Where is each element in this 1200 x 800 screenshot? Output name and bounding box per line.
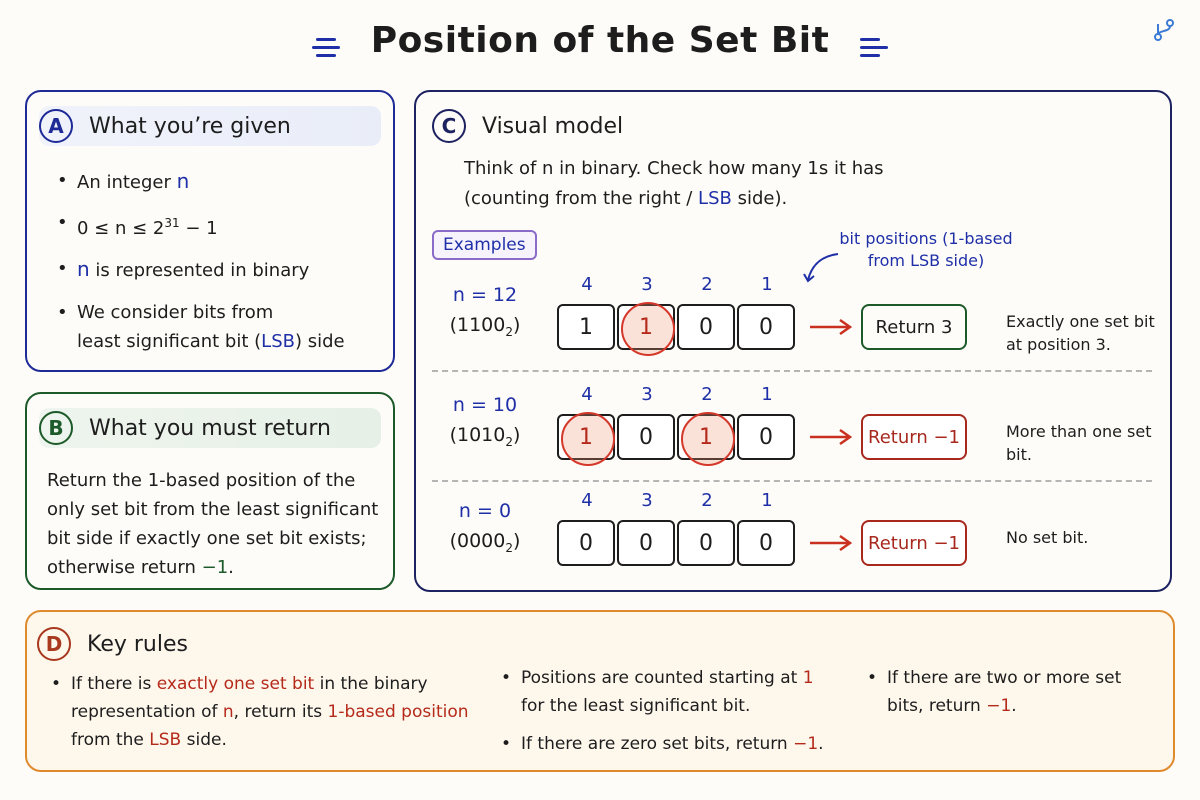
bit-position-label: 3	[641, 274, 653, 295]
bit-position-label: 3	[641, 384, 653, 405]
list-item: n is represented in binary	[53, 256, 383, 284]
binary-value: (00002)	[449, 530, 521, 555]
bit-position-label: 4	[581, 384, 593, 405]
arrow-right-icon	[810, 318, 853, 336]
return-box: Return −1	[861, 520, 967, 566]
section-badge: C	[432, 109, 466, 143]
intro-text: Think of n in binary. Check how many 1s …	[464, 158, 884, 209]
list-item: If there is exactly one set bit in the b…	[47, 670, 477, 754]
bit-position-label: 2	[701, 274, 713, 295]
bit-position-label: 4	[581, 274, 593, 295]
bit-cell: 0	[617, 520, 675, 566]
rules-column-1: If there is exactly one set bit in the b…	[47, 670, 477, 754]
panel-title: Visual model	[482, 113, 624, 139]
arrow-right-icon	[810, 428, 853, 446]
panel-header: A What you’re given	[39, 106, 381, 146]
panel-key-rules: D Key rules If there is exactly one set …	[25, 610, 1175, 772]
row-note: No set bit.	[1006, 528, 1089, 547]
n-label: n = 10 (10102)	[440, 394, 530, 449]
bit-cell: 0	[677, 304, 735, 350]
return-box: Return 3	[861, 304, 967, 350]
n-value: n = 12	[452, 284, 518, 306]
bit-cell: 1	[557, 304, 615, 350]
row-divider	[432, 480, 1152, 482]
row-divider	[432, 370, 1152, 372]
bit-cell: 0	[677, 520, 735, 566]
section-badge: B	[39, 411, 73, 445]
list-item: If there are two or more set bits, retur…	[863, 664, 1163, 720]
bit-position-label: 4	[581, 490, 593, 511]
bit-position-label: 1	[761, 490, 773, 511]
curved-arrow-icon	[803, 253, 839, 283]
binary-value: (11002)	[449, 314, 521, 339]
list-item: 0 ≤ n ≤ 231 − 1	[53, 210, 383, 242]
examples-tag: Examples	[432, 230, 537, 260]
bit-cell: 0	[737, 520, 795, 566]
panel-return: B What you must return Return the 1-base…	[25, 392, 395, 590]
bit-cell: 0	[617, 414, 675, 460]
panel-visual-model: C Visual model Think of n in binary. Che…	[414, 90, 1172, 592]
arrow-right-icon	[810, 534, 853, 552]
n-label: n = 12 (11002)	[440, 284, 530, 339]
branch-icon[interactable]	[1150, 16, 1178, 44]
section-badge: D	[37, 627, 71, 661]
return-box: Return −1	[861, 414, 967, 460]
bit-position-label: 2	[701, 384, 713, 405]
bit-position-numbers: 4 3 2 1	[557, 490, 797, 511]
rules-column-3: If there are two or more set bits, retur…	[863, 664, 1163, 720]
panel-header: B What you must return	[39, 408, 381, 448]
bit-position-label: 1	[761, 274, 773, 295]
list-item: An integer n	[53, 168, 383, 196]
panel-title: What you must return	[89, 415, 331, 441]
bit-cell: 0	[737, 304, 795, 350]
list-item: Positions are counted starting at 1 for …	[497, 664, 837, 720]
rules-column-2: Positions are counted starting at 1 for …	[497, 664, 837, 768]
bit-position-label: 1	[761, 384, 773, 405]
bit-position-label: 2	[701, 490, 713, 511]
bit-cell: 0	[557, 520, 615, 566]
n-value: n = 10	[452, 394, 518, 416]
return-description: Return the 1-based position of the only …	[47, 470, 379, 578]
bit-cell-set: 1	[557, 412, 615, 466]
list-item: If there are zero set bits, return −1.	[497, 730, 837, 758]
title-decoration-left	[311, 33, 340, 62]
row-note: More than one set bit.	[1006, 422, 1152, 464]
panel-given: A What you’re given An integer n 0 ≤ n ≤…	[25, 90, 395, 372]
bit-cell-set: 1	[617, 302, 675, 356]
page-title: Position of the Set Bit	[370, 20, 830, 61]
given-list: An integer n 0 ≤ n ≤ 231 − 1 n is repres…	[53, 168, 383, 370]
row-note: Exactly one set bit at position 3.	[1006, 312, 1155, 354]
section-badge: A	[39, 109, 73, 143]
bit-positions-note: bit positions (1-based from LSB side)	[839, 229, 1013, 270]
n-label: n = 0 (00002)	[440, 500, 530, 555]
panel-title: What you’re given	[89, 113, 291, 139]
bit-cell-set: 1	[677, 412, 735, 466]
title-decoration-right	[860, 33, 889, 62]
bit-position-label: 3	[641, 490, 653, 511]
panel-header: C Visual model	[432, 106, 1158, 146]
bit-position-numbers: 4 3 2 1	[557, 384, 797, 405]
bit-position-numbers: 4 3 2 1	[557, 274, 797, 295]
n-value: n = 0	[458, 500, 512, 522]
binary-value: (10102)	[449, 424, 521, 449]
panel-title: Key rules	[87, 631, 188, 657]
bit-cell: 0	[737, 414, 795, 460]
panel-header: D Key rules	[37, 624, 1161, 664]
title-bar: Position of the Set Bit	[0, 20, 1200, 62]
